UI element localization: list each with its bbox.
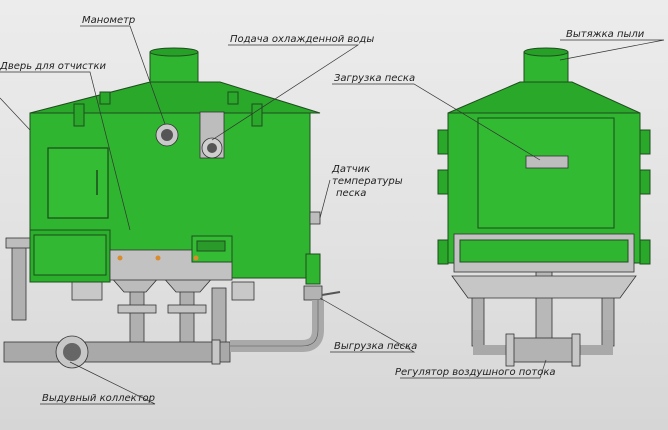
side-exhaust-pipe	[149, 51, 199, 83]
labels: Манометр Подача охлажденной воды Дверь д…	[0, 15, 645, 404]
label-manometer: Манометр	[82, 15, 135, 26]
side-main-body	[29, 47, 341, 301]
side-view	[3, 47, 341, 369]
label-sand-unloading: Выгрузка песка	[334, 341, 417, 352]
label-temp-sensor-3: песка	[336, 188, 366, 199]
label-temp-sensor-1: Датчик	[331, 164, 370, 175]
label-cleaning-door: Дверь для отчистки	[0, 61, 106, 72]
label-blow-collector: Выдувный коллектор	[42, 393, 155, 404]
cleaning-door	[47, 147, 109, 219]
leader-lines	[0, 25, 665, 405]
label-airflow-regulator: Регулятор воздушного потока	[395, 367, 556, 378]
sand-unloading-outlet	[305, 253, 321, 285]
front-view	[437, 47, 651, 367]
label-sand-loading: Загрузка песка	[334, 73, 415, 84]
temperature-sensor	[309, 211, 321, 225]
sand-loading-hatch	[525, 155, 569, 169]
label-cooled-water: Подача охлажденной воды	[230, 34, 374, 45]
airflow-regulator	[473, 330, 613, 367]
label-dust-exhaust: Вытяжка пыли	[566, 29, 645, 40]
side-legs	[5, 237, 255, 347]
blow-collector	[3, 300, 324, 369]
label-temp-sensor-2: температуры	[332, 176, 403, 187]
